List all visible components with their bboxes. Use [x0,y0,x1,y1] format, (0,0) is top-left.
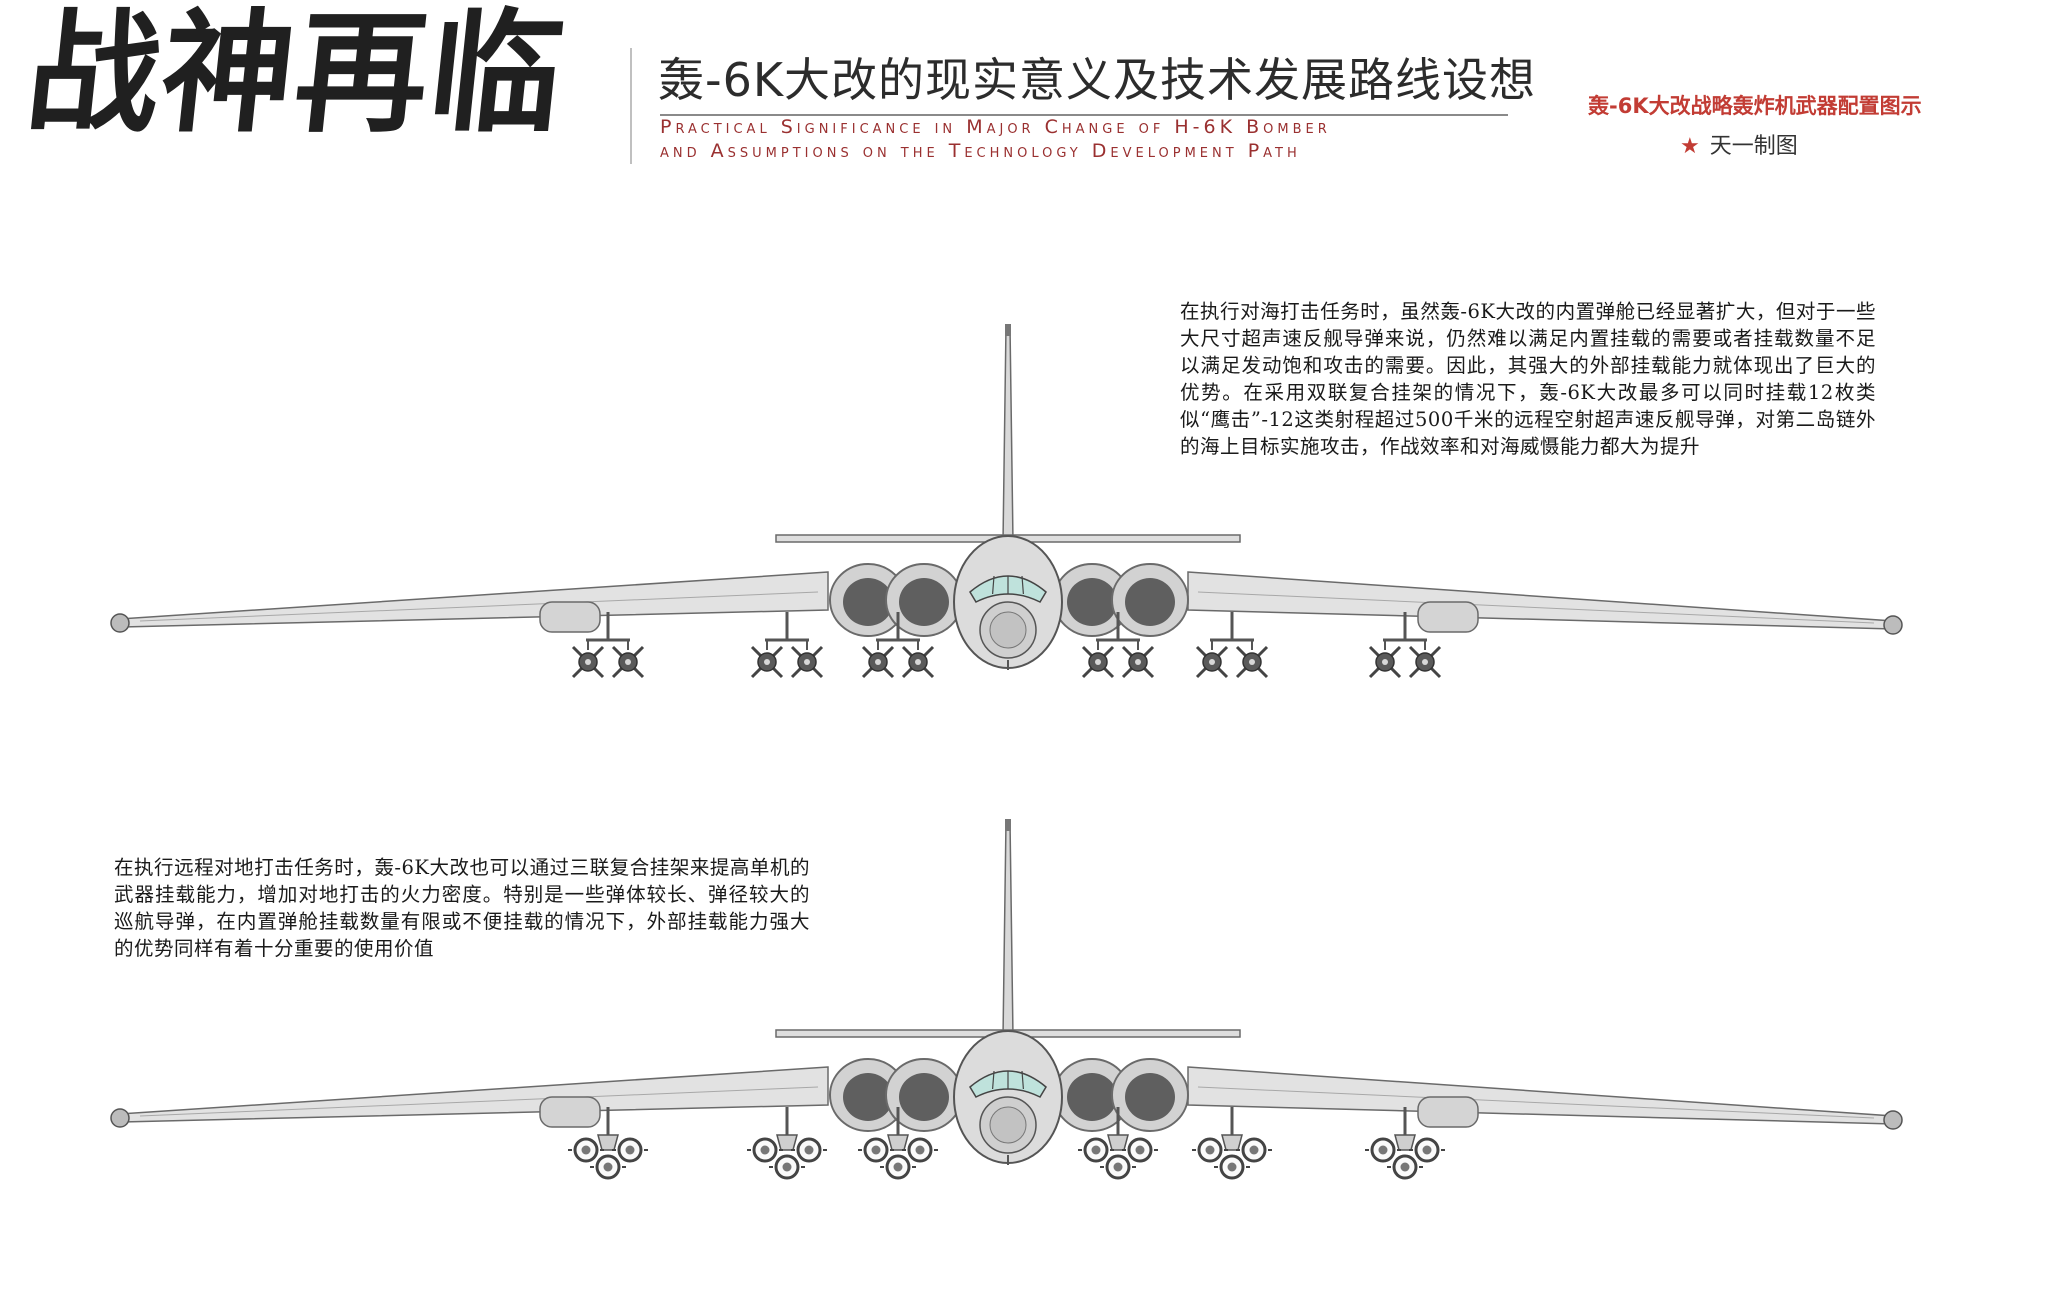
title-divider [630,48,632,164]
left-wingtip [110,613,130,633]
missile-1-b [612,1137,648,1163]
missile-4-b [1122,1137,1158,1163]
right-wing-panel-line [1197,591,1875,624]
right-wingtip [1883,1110,1903,1130]
left-wing-panel-line [139,1086,819,1117]
missile-2-b [791,1137,827,1163]
vertical-tail-fin [1002,820,1014,1038]
left-wing-panel-line [139,591,819,622]
engine-intake-right-inner-icon [1067,1073,1117,1121]
engine-intake-left-outer-icon [843,578,893,626]
missile-6-a [1365,1137,1401,1163]
missile-4-c [1100,1154,1136,1180]
engine-intake-left-inner-icon [899,578,949,626]
main-title: 轰-6K大改的现实意义及技术发展路线设想 [658,53,1537,107]
english-title-line-1: Practical Significance in Major Change o… [660,116,1331,138]
missile-1-a [571,645,605,679]
right-wing [1187,571,1894,630]
anti-ship-paragraph: 在执行对海打击任务时，虽然轰-6K大改的内置弹舱已经显著扩大，但对于一些大尺寸超… [1180,300,1876,458]
pylon-1 [571,612,645,679]
missile-5-c [1214,1154,1250,1180]
missile-3-a [858,1137,894,1163]
pylon-6 [1368,612,1442,679]
star-icon: ★ [1680,134,1700,159]
pylon-4 [1078,1107,1158,1180]
right-wing [1187,1066,1894,1125]
missile-1-c [590,1154,626,1180]
credit-text: 天一制图 [1709,134,1798,159]
missile-2-c [769,1154,805,1180]
missile-2-b [790,645,824,679]
missile-4-a [1081,645,1115,679]
engine-intake-left-inner-icon [899,1073,949,1121]
missile-6-a [1368,645,1402,679]
pylon-4 [1081,612,1155,679]
missile-3-b [901,645,935,679]
pylon-5 [1195,612,1269,679]
missile-3-c [880,1154,916,1180]
vertical-tail-fin [1002,325,1014,543]
missile-2-a [747,1137,783,1163]
missile-3-b [902,1137,938,1163]
missile-5-b [1235,645,1269,679]
pylon-3 [858,1107,938,1180]
english-title-line-2: and Assumptions on the Technology Develo… [660,140,1301,162]
right-wing-panel-line [1197,1086,1875,1119]
left-wing [119,571,829,628]
right-gear-fairing [1417,601,1479,633]
missile-1-a [568,1137,604,1163]
pylon-5 [1192,1107,1272,1180]
missile-4-b [1121,645,1155,679]
engine-intake-right-outer-icon [1125,578,1175,626]
aircraft-anti-ship-view [110,324,1903,679]
pylon-2 [747,1107,827,1180]
left-gear-fairing [539,1096,601,1128]
pylon-6 [1365,1107,1445,1180]
engine-intake-left-outer-icon [843,1073,893,1121]
right-gear-fairing [1417,1096,1479,1128]
missile-3-a [861,645,895,679]
aircraft-land-attack-view [110,819,1903,1180]
missile-4-a [1078,1137,1114,1163]
left-wingtip [110,1108,130,1128]
tail-antenna [1005,324,1011,336]
missile-6-b [1408,645,1442,679]
missile-6-b [1409,1137,1445,1163]
tail-antenna [1005,819,1011,831]
title-rule [660,114,1508,116]
missile-5-b [1236,1137,1272,1163]
right-wingtip [1883,615,1903,635]
missile-5-a [1195,645,1229,679]
figure-caption: 轰-6K大改战略轰炸机武器配置图示 [1588,94,1922,118]
missile-2-a [750,645,784,679]
credit: ★ 天一制图 [1680,128,1798,160]
land-attack-paragraph: 在执行远程对地打击任务时，轰-6K大改也可以通过三联复合挂架来提高单机的武器挂载… [114,856,810,960]
pylon-3 [861,612,935,679]
brush-title: 战神再临 [19,0,573,151]
pylon-1 [568,1107,648,1180]
missile-6-c [1387,1154,1423,1180]
engine-intake-right-outer-icon [1125,1073,1175,1121]
missile-1-b [611,645,645,679]
left-wing [119,1066,829,1123]
engine-intake-right-inner-icon [1067,578,1117,626]
pylon-2 [750,612,824,679]
left-gear-fairing [539,601,601,633]
missile-5-a [1192,1137,1228,1163]
